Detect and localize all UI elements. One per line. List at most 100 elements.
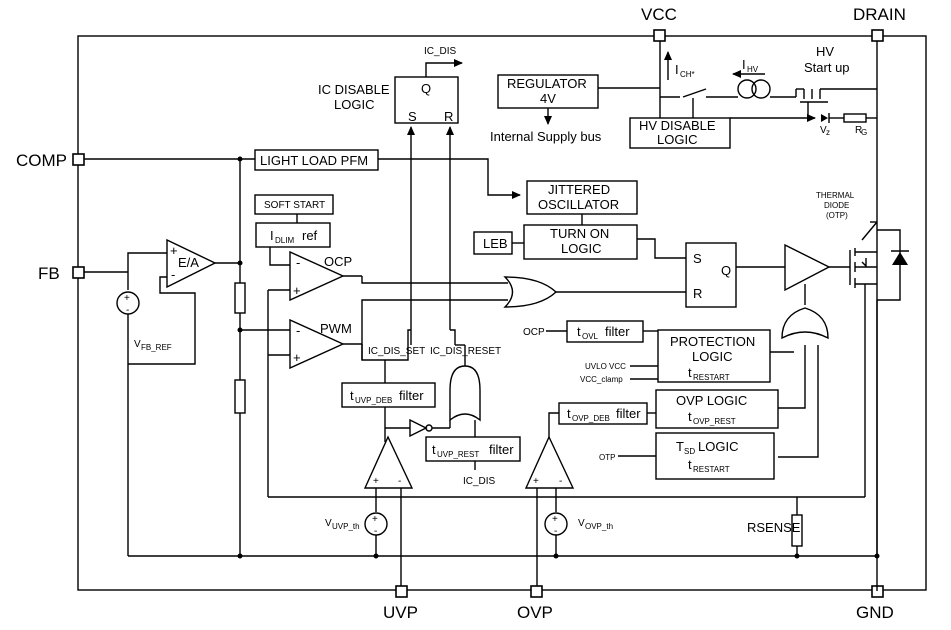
svg-text:UVP_DEB: UVP_DEB xyxy=(355,396,392,405)
svg-text:I: I xyxy=(270,228,274,243)
gate-driver xyxy=(784,243,831,292)
svg-text:ref: ref xyxy=(302,228,318,243)
svg-text:HV DISABLE: HV DISABLE xyxy=(639,118,716,133)
svg-text:+: + xyxy=(170,243,178,258)
svg-text:t: t xyxy=(432,442,436,457)
svg-text:GND: GND xyxy=(856,603,894,622)
tsd-logic: OTP T SD LOGIC t RESTART xyxy=(599,432,775,480)
rsense-resistor: RSENSE xyxy=(747,497,803,556)
svg-text:COMP: COMP xyxy=(16,151,67,170)
error-amplifier: E/A + - + - V FB_REF xyxy=(84,238,243,556)
svg-text:+: + xyxy=(552,514,558,525)
svg-text:DRAIN: DRAIN xyxy=(853,5,906,24)
svg-text:filter: filter xyxy=(399,388,424,403)
idlim-ref-block xyxy=(255,222,331,248)
sr-flip-flop: S R Q xyxy=(685,242,785,308)
svg-text:V: V xyxy=(578,518,585,529)
svg-text:t: t xyxy=(688,457,692,472)
svg-text:t: t xyxy=(577,324,581,339)
ic-outline xyxy=(77,35,927,591)
tuvp-deb-filter: t UVP_DEB filter xyxy=(341,360,436,442)
svg-text:VCC_clamp: VCC_clamp xyxy=(580,375,623,384)
svg-text:Start up: Start up xyxy=(804,60,850,75)
divider-resistor-bottom xyxy=(234,379,246,414)
ovp-logic: t OVP_DEB filter OVP LOGIC t OVP_REST xyxy=(558,389,779,429)
svg-text:I: I xyxy=(675,62,679,77)
svg-text:Q: Q xyxy=(421,81,431,96)
svg-text:V: V xyxy=(325,518,332,529)
pin-gnd: GND xyxy=(856,585,894,622)
svg-text:TURN ON: TURN ON xyxy=(550,226,609,241)
svg-text:+: + xyxy=(533,476,539,487)
svg-text:OVP: OVP xyxy=(517,603,553,622)
svg-text:OCP: OCP xyxy=(523,327,545,338)
svg-text:R: R xyxy=(855,125,862,136)
svg-text:4V: 4V xyxy=(540,91,556,106)
svg-text:FB_REF: FB_REF xyxy=(141,343,172,352)
svg-text:-: - xyxy=(554,526,557,537)
svg-text:+: + xyxy=(373,476,379,487)
or-gate-protection xyxy=(770,284,829,458)
power-mosfet xyxy=(829,221,878,288)
svg-text:I: I xyxy=(742,57,746,72)
svg-text:DIODE: DIODE xyxy=(824,201,849,210)
svg-text:z: z xyxy=(826,128,830,137)
svg-text:E/A: E/A xyxy=(178,255,199,270)
svg-text:t: t xyxy=(688,365,692,380)
svg-text:HV: HV xyxy=(816,44,834,59)
svg-text:UVP: UVP xyxy=(383,603,418,622)
svg-text:R: R xyxy=(693,286,702,301)
svg-text:V: V xyxy=(134,339,141,350)
svg-text:JITTERED: JITTERED xyxy=(548,182,610,197)
svg-text:+: + xyxy=(124,293,130,304)
svg-text:PWM: PWM xyxy=(320,321,352,336)
svg-text:T: T xyxy=(676,439,684,454)
svg-text:-: - xyxy=(171,267,175,282)
or-gate-main xyxy=(343,275,686,345)
ovp-comparator: + - + - V OVP_th xyxy=(524,412,613,586)
svg-text:IC_DIS: IC_DIS xyxy=(424,46,457,57)
svg-text:IC DISABLE: IC DISABLE xyxy=(318,82,390,97)
inverter xyxy=(385,418,451,438)
protection-logic: OCP t OVL filter PROTECTION LOGIC t REST… xyxy=(523,320,771,384)
svg-text:Internal Supply bus: Internal Supply bus xyxy=(490,129,602,144)
uvp-comparator: + - + - V UVP_th xyxy=(325,435,414,586)
svg-text:LOGIC: LOGIC xyxy=(334,97,374,112)
svg-text:SD: SD xyxy=(684,447,695,456)
svg-text:OVP_REST: OVP_REST xyxy=(693,417,736,426)
svg-text:RSENSE: RSENSE xyxy=(747,520,801,535)
svg-text:REGULATOR: REGULATOR xyxy=(507,76,587,91)
ic-dis-reset-gate xyxy=(449,344,481,422)
svg-text:THERMAL: THERMAL xyxy=(816,191,855,200)
thermal-diode: THERMAL DIODE (OTP) xyxy=(816,191,909,301)
current-source-icon xyxy=(737,79,757,99)
pin-fb: FB xyxy=(38,264,85,283)
hv-disable-logic: HV DISABLE LOGIC xyxy=(629,98,783,149)
ocp-comparator: - + OCP xyxy=(268,250,352,302)
svg-text:+: + xyxy=(293,350,301,365)
svg-text:PROTECTION: PROTECTION xyxy=(670,334,755,349)
svg-text:VCC: VCC xyxy=(641,5,677,24)
svg-text:LOGIC: LOGIC xyxy=(657,132,697,147)
tuvp-rest-filter: t UVP_REST filter IC_DIS xyxy=(425,420,521,487)
svg-text:+: + xyxy=(372,514,378,525)
svg-text:t: t xyxy=(350,388,354,403)
svg-text:SOFT START: SOFT START xyxy=(264,200,325,211)
svg-text:UVLO VCC: UVLO VCC xyxy=(585,362,626,371)
svg-text:-: - xyxy=(296,323,300,338)
svg-text:R: R xyxy=(444,109,453,124)
svg-text:(OTP): (OTP) xyxy=(826,211,848,220)
svg-text:LOGIC: LOGIC xyxy=(698,439,738,454)
svg-text:filter: filter xyxy=(616,406,641,421)
svg-text:OVP LOGIC: OVP LOGIC xyxy=(676,393,747,408)
svg-text:LOGIC: LOGIC xyxy=(561,241,601,256)
svg-text:t: t xyxy=(567,406,571,421)
light-load-pfm: LIGHT LOAD PFM xyxy=(84,149,521,199)
svg-text:-: - xyxy=(559,476,562,487)
svg-text:+: + xyxy=(293,283,301,298)
svg-text:FB: FB xyxy=(38,264,60,283)
svg-text:DLIM: DLIM xyxy=(275,236,294,245)
svg-text:LEB: LEB xyxy=(483,236,508,251)
svg-text:OVL: OVL xyxy=(582,332,599,341)
